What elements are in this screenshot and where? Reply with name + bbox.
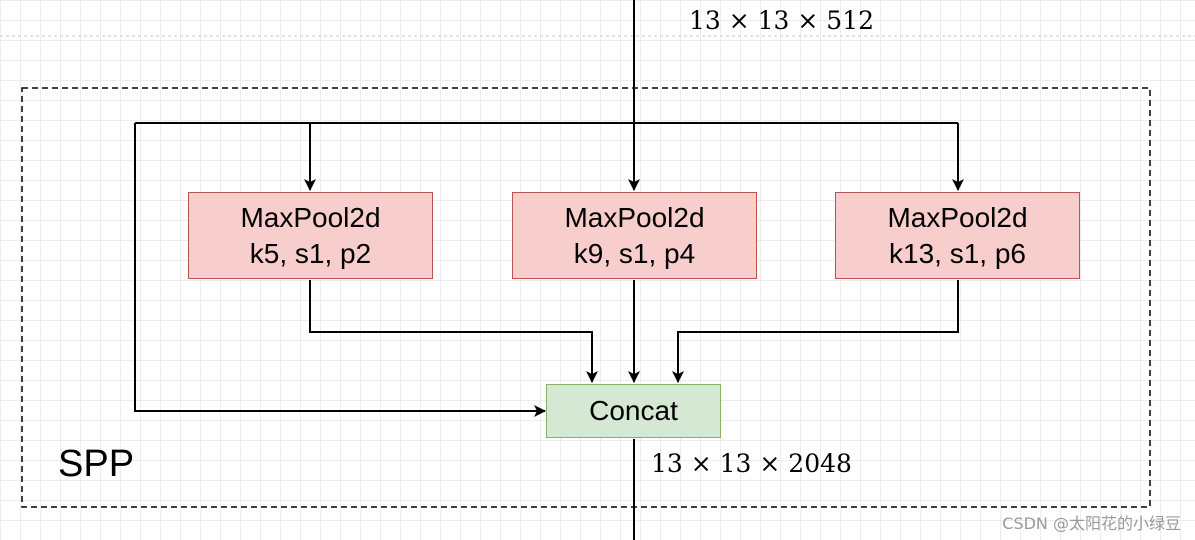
maxpool-k13-name: MaxPool2d [887, 201, 1028, 233]
spp-group-label: SPP [58, 443, 135, 485]
spp-group-boundary [21, 87, 1151, 508]
skip-connection [134, 123, 546, 417]
concat-box[interactable]: Concat [546, 384, 721, 438]
output-dimension-label: 13 × 13 × 2048 [651, 449, 852, 478]
maxpool-k5-box[interactable]: MaxPool2d k5, s1, p2 [188, 192, 433, 279]
input-dimension-label: 13 × 13 × 512 [689, 6, 875, 35]
maxpool-k13-params: k13, s1, p6 [889, 237, 1026, 269]
pool-3-to-concat [672, 280, 959, 383]
maxpool-k9-name: MaxPool2d [564, 201, 705, 233]
watermark: CSDN @太阳花的小绿豆 [1002, 514, 1181, 533]
pool-1-to-concat [309, 280, 598, 383]
maxpool-k9-params: k9, s1, p4 [573, 237, 696, 269]
maxpool-k9-box[interactable]: MaxPool2d k9, s1, p4 [512, 192, 757, 279]
maxpool-k13-box[interactable]: MaxPool2d k13, s1, p6 [835, 192, 1080, 279]
concat-label: Concat [589, 395, 678, 426]
maxpool-k5-params: k5, s1, p2 [249, 237, 372, 269]
maxpool-k5-name: MaxPool2d [240, 201, 381, 233]
